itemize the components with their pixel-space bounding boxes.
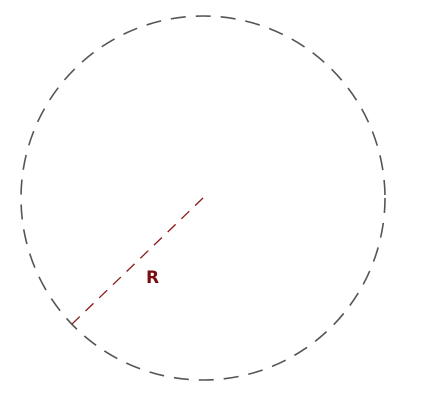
radius-label: R xyxy=(146,268,159,288)
dashed-circle xyxy=(20,15,386,381)
radius-line xyxy=(70,197,204,326)
